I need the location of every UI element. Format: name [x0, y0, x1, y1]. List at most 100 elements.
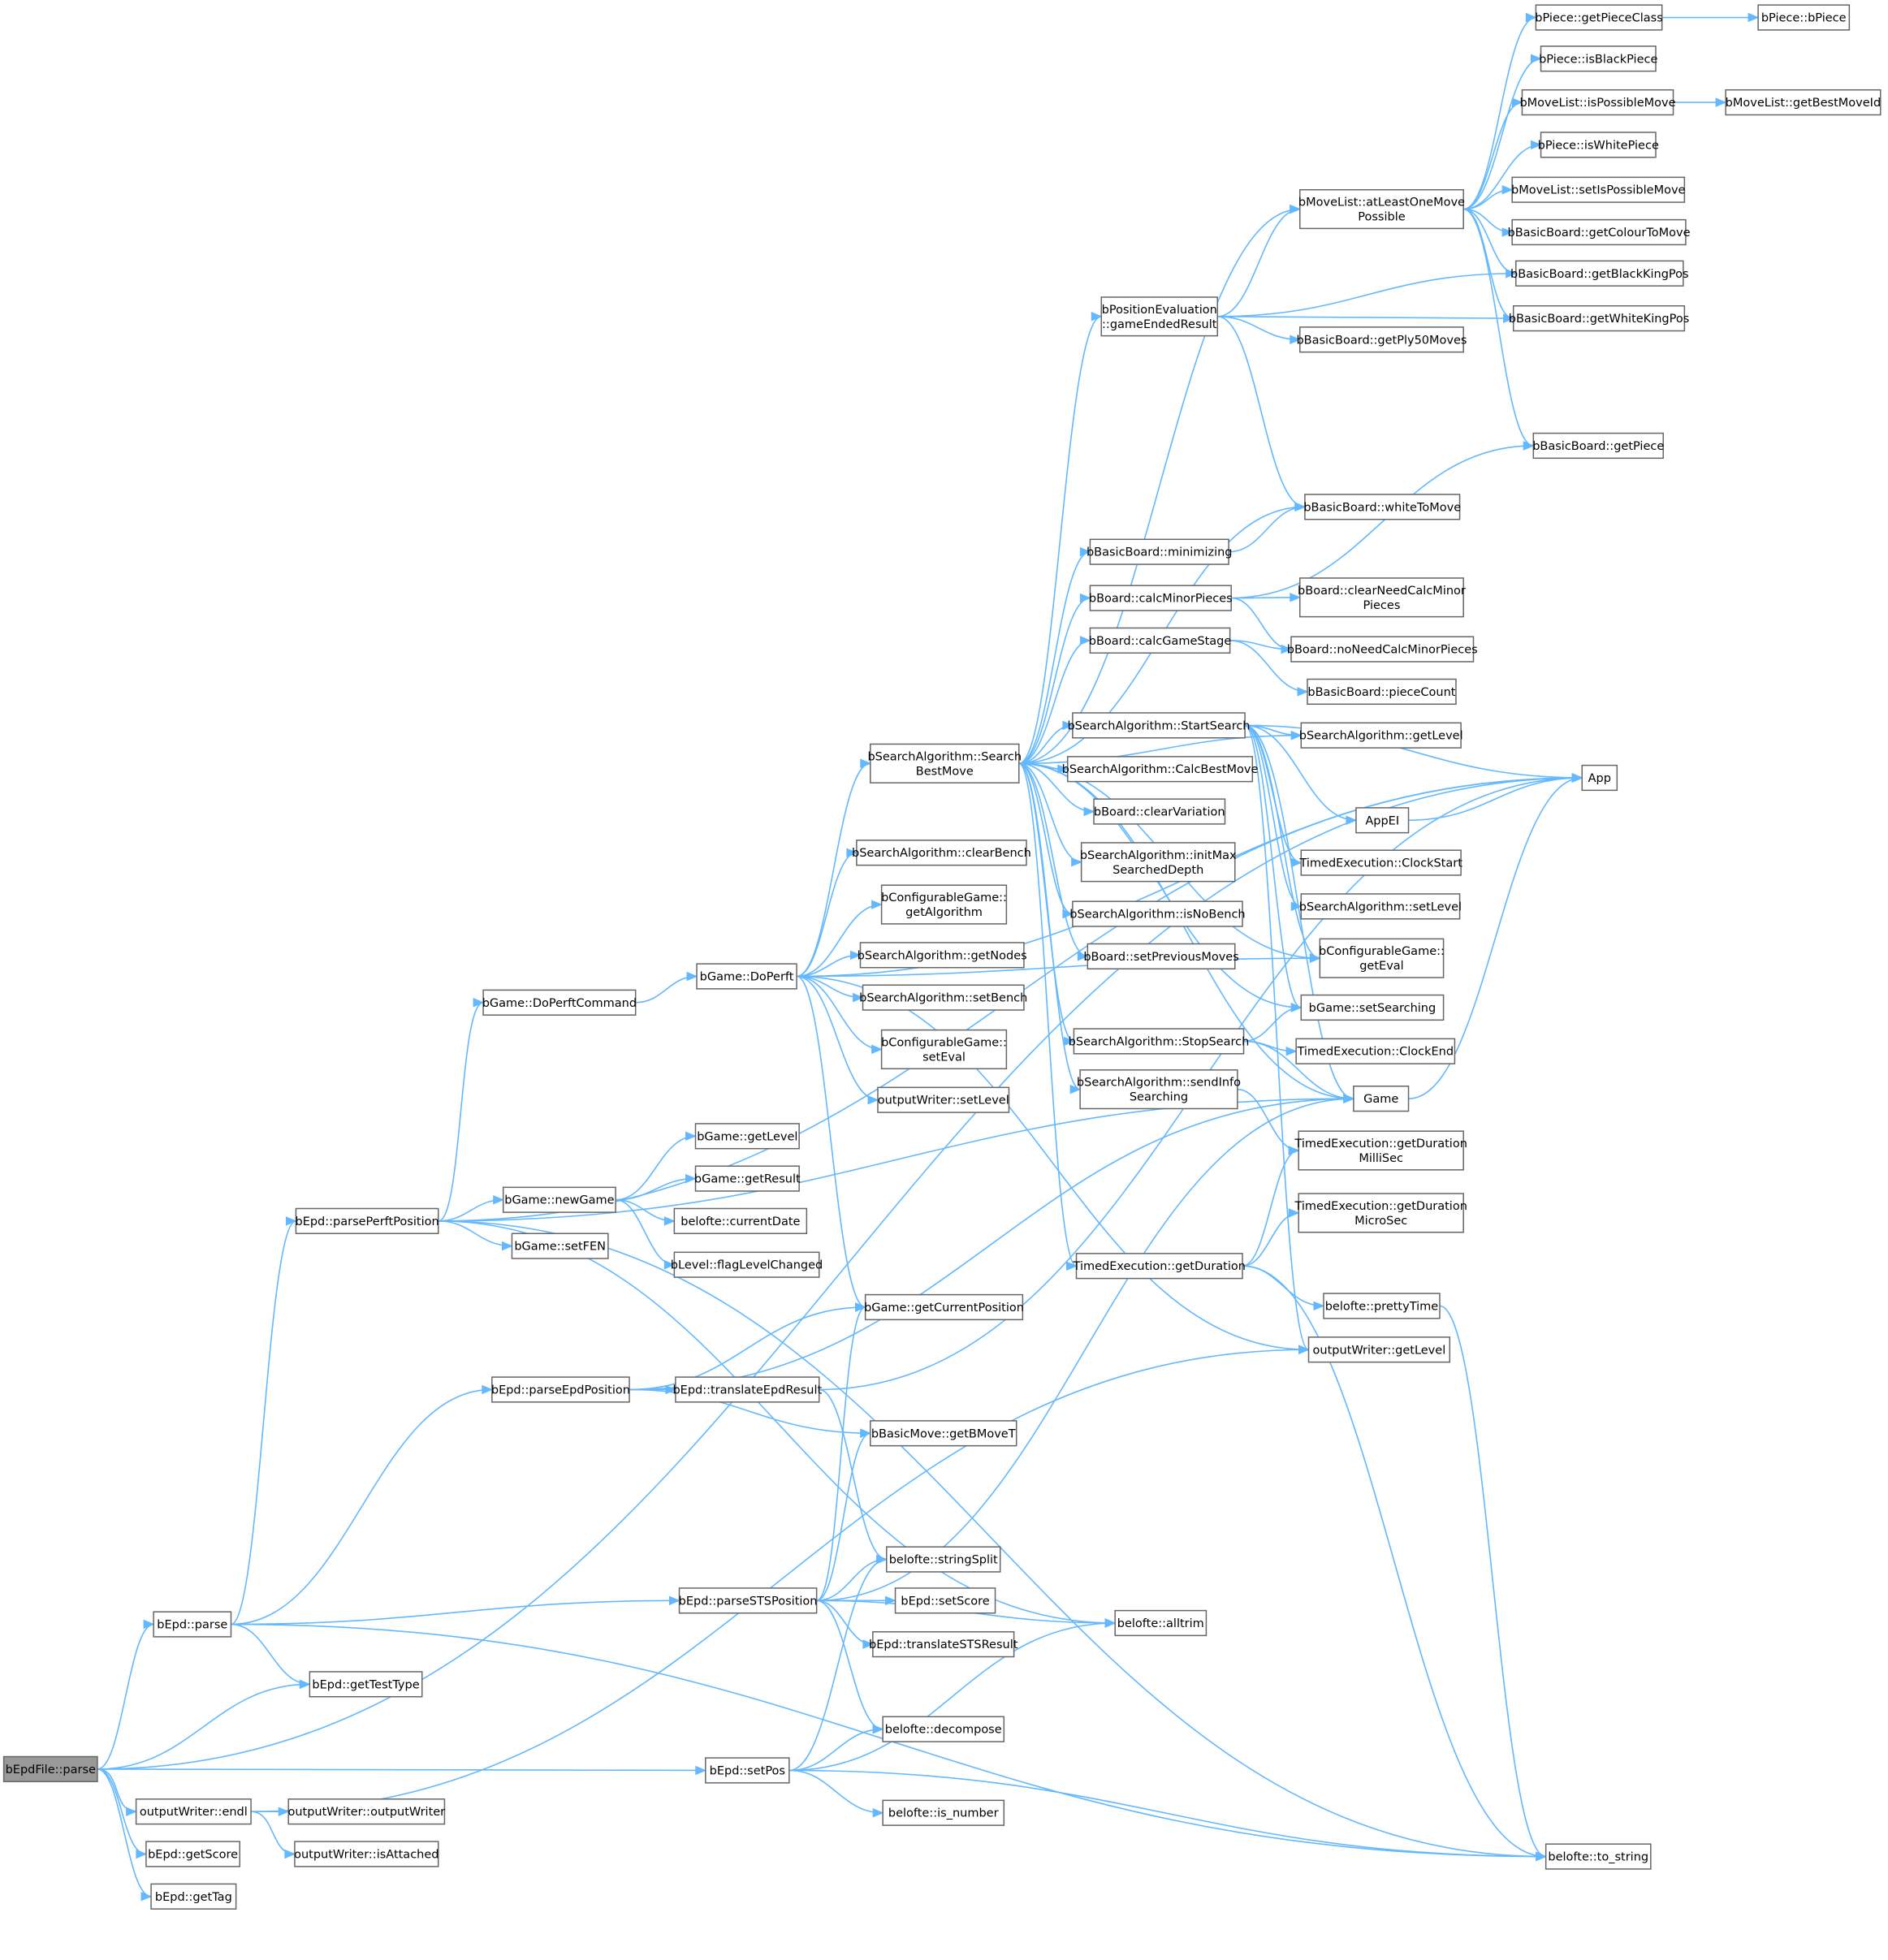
node-n12[interactable]: bGame::setFEN [511, 1233, 609, 1259]
node-n68[interactable]: bPiece::getPieceClass [1535, 4, 1663, 31]
node-n13[interactable]: bGame::getLevel [694, 1123, 800, 1150]
node-n44[interactable]: bBoard::setPreviousMoves [1083, 943, 1239, 970]
node-n33[interactable]: belofte::decompose [882, 1716, 1005, 1742]
node-n50[interactable]: bBasicBoard::whiteToMove [1303, 494, 1461, 520]
node-n17[interactable]: bEpd::translateEpdResult [672, 1376, 822, 1403]
node-n20[interactable]: bGame::DoPerft [696, 963, 797, 990]
edge-arrowhead [1288, 1146, 1300, 1155]
node-n18[interactable]: bEpd::parseSTSPosition [678, 1587, 818, 1614]
node-box [864, 1293, 1024, 1321]
node-n1[interactable]: bEpd::parse [153, 1611, 232, 1638]
node-n15[interactable]: belofte::currentDate [673, 1207, 808, 1234]
node-n45[interactable]: bSearchAlgorithm::StopSearch [1069, 1028, 1250, 1055]
node-label: bBasicBoard::getBlackKingPos [1510, 268, 1689, 281]
node-n30[interactable]: belofte::stringSplit [886, 1546, 1001, 1573]
node-n27[interactable]: outputWriter::setLevel [877, 1086, 1010, 1113]
node-n60[interactable]: TimedExecution::ClockEnd [1295, 1038, 1456, 1064]
node-n29[interactable]: bBasicMove::getBMoveT [870, 1420, 1017, 1447]
node-n59[interactable]: bGame::setSearching [1300, 994, 1445, 1021]
node-n16[interactable]: bLevel::flagLevelChanged [671, 1251, 823, 1278]
node-n53[interactable]: bBasicBoard::pieceCount [1307, 678, 1457, 706]
node-n66[interactable]: belofte::alltrim [1114, 1609, 1208, 1637]
node-label: bGame::DoPerft [700, 970, 794, 983]
node-n77[interactable]: App [1581, 764, 1618, 792]
node-box [1072, 712, 1246, 739]
node-label: bMoveList::setIsPossibleMove [1511, 184, 1686, 197]
node-n64[interactable]: belofte::prettyTime [1323, 1293, 1441, 1319]
node-n43[interactable]: bSearchAlgorithm::isNoBench [1069, 900, 1246, 927]
node-n54[interactable]: bSearchAlgorithm::getLevel [1299, 722, 1463, 749]
edge-n0-n77 [97, 777, 1583, 1770]
node-n75[interactable]: bBasicBoard::getWhiteKingPos [1509, 304, 1690, 332]
node-box [678, 1587, 818, 1614]
node-n35[interactable]: bPositionEvaluation::gameEndedResult [1100, 296, 1219, 337]
node-n49[interactable]: bBasicBoard::getPly50Moves [1296, 326, 1467, 353]
node-n5[interactable]: bEpd::getTag [150, 1883, 237, 1910]
node-n39[interactable]: bSearchAlgorithm::StartSearch [1067, 712, 1251, 739]
node-n47[interactable]: TimedExecution::getDuration [1073, 1253, 1246, 1280]
node-n57[interactable]: bSearchAlgorithm::setLevel [1299, 893, 1462, 920]
node-n71[interactable]: bPiece::isWhitePiece [1538, 132, 1659, 158]
node-n58[interactable]: bConfigurableGame::getEval [1319, 938, 1445, 978]
node-box [1307, 1336, 1451, 1363]
node-n55[interactable]: AppEI [1355, 807, 1410, 834]
node-n26[interactable]: bConfigurableGame::setEval [880, 1029, 1008, 1070]
node-n67[interactable]: belofte::to_string [1545, 1843, 1652, 1870]
node-n41[interactable]: bBoard::clearVariation [1093, 798, 1226, 825]
node-n56[interactable]: TimedExecution::ClockStart [1298, 849, 1462, 876]
edge-arrowhead [1715, 97, 1727, 107]
node-n73[interactable]: bBasicBoard::getColourToMove [1508, 218, 1691, 246]
node-n74[interactable]: bBasicBoard::getBlackKingPos [1510, 260, 1689, 287]
node-n36[interactable]: bBasicBoard::minimizing [1087, 538, 1233, 565]
node-n69[interactable]: bPiece::isBlackPiece [1539, 45, 1657, 72]
edge-n7-n61 [629, 1098, 1354, 1391]
node-n28[interactable]: bGame::getCurrentPosition [864, 1293, 1024, 1321]
node-n25[interactable]: bSearchAlgorithm::setBench [859, 984, 1027, 1011]
node-n52[interactable]: bBoard::noNeedCalcMinorPieces [1287, 636, 1478, 663]
edge-n48-n74 [1463, 208, 1516, 274]
node-n79[interactable]: bMoveList::getBestMoveId [1725, 89, 1882, 116]
node-n2[interactable]: bEpd::getTestType [309, 1671, 423, 1698]
node-n31[interactable]: bEpd::setScore [894, 1587, 996, 1614]
node-n40[interactable]: bSearchAlgorithm::CalcBestMove [1062, 756, 1259, 783]
node-n3[interactable]: outputWriter::endl [135, 1798, 252, 1825]
node-n0[interactable]: bEpdFile::parse [2, 1755, 98, 1783]
node-n23[interactable]: bConfigurableGame::getAlgorithm [880, 884, 1008, 925]
node-n37[interactable]: bBoard::calcMinorPieces [1089, 585, 1233, 611]
node-box [870, 1420, 1017, 1447]
node-n70[interactable]: bMoveList::isPossibleMove [1519, 89, 1676, 116]
node-n61[interactable]: Game [1353, 1086, 1410, 1112]
edge-arrowhead [1503, 313, 1514, 323]
node-n4[interactable]: bEpd::getScore [145, 1841, 240, 1867]
node-n14[interactable]: bGame::getResult [694, 1165, 801, 1192]
node-n78[interactable]: bPiece::bPiece [1757, 4, 1851, 31]
node-n9[interactable]: outputWriter::isAttached [294, 1841, 439, 1867]
node-n76[interactable]: bBasicBoard::getPiece [1532, 432, 1664, 460]
node-box [1581, 764, 1618, 792]
node-n38[interactable]: bBoard::calcGameStage [1089, 627, 1232, 654]
node-n7[interactable]: bEpd::parseEpdPosition [491, 1376, 630, 1403]
node-n19[interactable]: bEpd::setPos [705, 1757, 790, 1784]
node-n10[interactable]: bGame::DoPerftCommand [482, 989, 637, 1016]
edge-n45-n59 [1243, 1007, 1302, 1043]
node-n11[interactable]: bGame::newGame [502, 1186, 616, 1213]
edge-arrowhead [1290, 730, 1303, 740]
node-n8[interactable]: outputWriter::outputWriter [287, 1798, 445, 1825]
edge-arrowhead [1071, 857, 1082, 867]
node-n65[interactable]: outputWriter::getLevel [1307, 1336, 1451, 1363]
node-n6[interactable]: bEpd::parsePerftPosition [295, 1207, 439, 1234]
edge-n21-n48 [1018, 208, 1300, 765]
edge-arrowhead [685, 1131, 697, 1142]
node-n22[interactable]: bSearchAlgorithm::clearBench [852, 840, 1031, 866]
node-n72[interactable]: bMoveList::setIsPossibleMove [1511, 176, 1686, 203]
node-n34[interactable]: belofte::is_number [882, 1799, 1005, 1826]
node-n32[interactable]: bEpd::translateSTSResult [869, 1631, 1018, 1658]
node-n24[interactable]: bSearchAlgorithm::getNodes [858, 942, 1027, 969]
